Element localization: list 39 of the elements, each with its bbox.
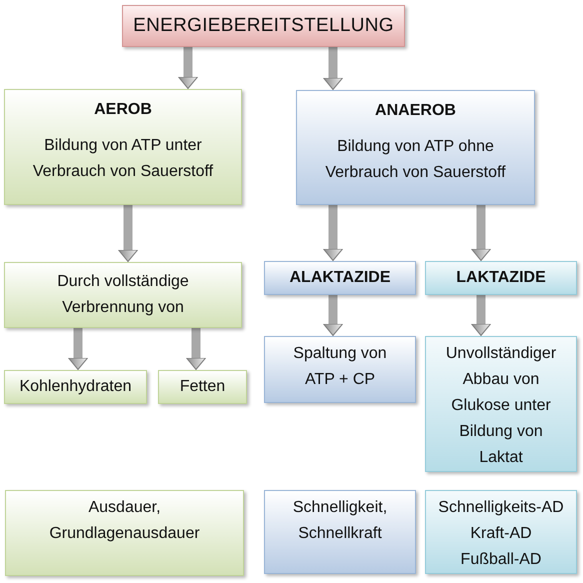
result-box: [425, 490, 577, 574]
box-text: Durch vollständige Verbrennung von: [56, 272, 190, 318]
box-text: Fetten: [180, 377, 226, 397]
arrow: [118, 205, 138, 262]
arrow: [471, 295, 491, 336]
process-box: [158, 370, 247, 404]
box-heading: AEROB: [94, 100, 152, 120]
header-box: [264, 261, 416, 295]
box-text: LAKTAZIDE: [456, 268, 546, 288]
process-box: [296, 90, 535, 205]
arrow: [178, 47, 198, 89]
arrow: [186, 328, 206, 370]
box-text: Bildung von ATP ohne Verbrauch von Sauerstoff: [324, 137, 507, 183]
box-text: Unvollständiger Abbau von Glukose unter Bildung von Laktat: [444, 344, 558, 468]
box-text: ALAKTAZIDE: [289, 268, 391, 288]
title-text: ENERGIEBEREITSTELLUNG: [133, 14, 394, 38]
box-text: Schnelligkeit, Schnellkraft: [292, 498, 388, 544]
header-box: [425, 261, 577, 295]
box-text: Bildung von ATP unter Verbrauch von Sauerstoff: [32, 136, 214, 182]
process-box: [4, 370, 147, 404]
process-box: [4, 262, 242, 328]
arrow: [471, 205, 491, 261]
result-box: [5, 490, 244, 576]
arrow: [323, 295, 343, 336]
box-heading: ANAEROB: [375, 101, 456, 121]
arrow: [68, 328, 88, 370]
box-text: Spaltung von ATP + CP: [292, 344, 388, 390]
result-box: [264, 490, 416, 574]
process-box: [425, 336, 577, 472]
title-box: [122, 5, 405, 47]
arrow: [323, 205, 343, 261]
box-text: Schnelligkeits-AD: [438, 498, 564, 518]
process-box: [264, 336, 416, 403]
process-box: [4, 89, 242, 205]
box-text: Fußball-AD: [460, 550, 542, 570]
arrow: [323, 47, 343, 90]
box-text: Kohlenhydraten: [19, 377, 132, 397]
box-text: Ausdauer, Grundlagenausdauer: [48, 498, 201, 544]
box-text: Kraft-AD: [470, 524, 532, 544]
